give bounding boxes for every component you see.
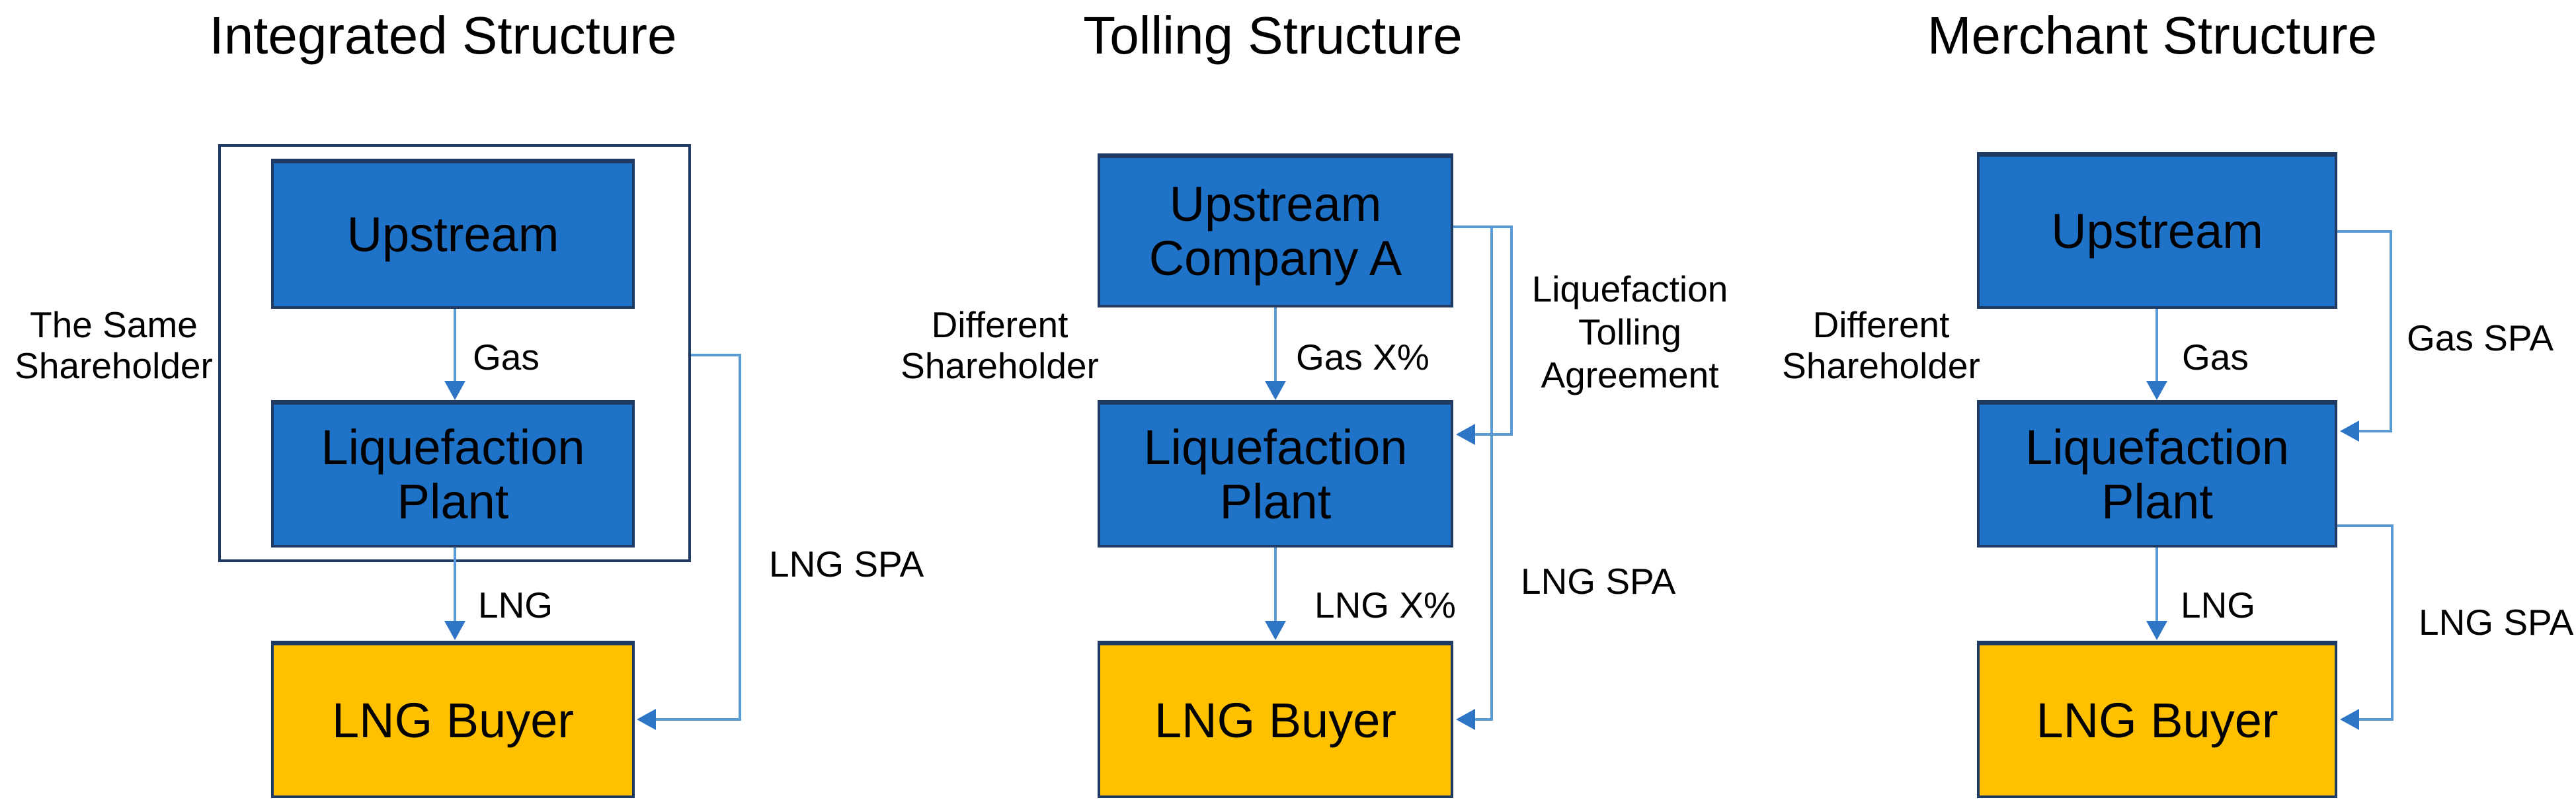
merchant-lng-buyer-box: LNG Buyer <box>1977 641 2337 798</box>
tolling-upstream-label-line2: Company A <box>1148 231 1402 286</box>
integrated-liquefaction-plant-box: Liquefaction Plant <box>271 400 635 548</box>
tolling-lng-buyer-box: LNG Buyer <box>1098 641 1453 798</box>
merchant-gas-flow-label: Gas <box>2182 337 2249 378</box>
merchant-liquefaction-plant-box: Liquefaction Plant <box>1977 400 2337 548</box>
tolling-lng-spa-label: LNG SPA <box>1521 561 1676 602</box>
merchant-gas-spa-connector <box>2337 230 2392 432</box>
merchant-upstream-label: Upstream <box>2051 204 2263 259</box>
integrated-lng-buyer-box: LNG Buyer <box>271 641 635 798</box>
tolling-lng-flow-label: LNG X% <box>1314 585 1456 626</box>
integrated-lng-spa-label: LNG SPA <box>769 544 924 585</box>
merchant-lng-flow-label: LNG <box>2181 585 2256 626</box>
merchant-lng-spa-connector <box>2337 524 2394 721</box>
tolling-lng-spa-connector <box>1475 227 1493 721</box>
merchant-structure-title: Merchant Structure <box>1927 6 2378 65</box>
tolling-lng-spa-arrowhead-icon <box>1456 709 1475 730</box>
tolling-plant-label-line1: Liquefaction <box>1143 420 1408 475</box>
integrated-gas-flow-label: Gas <box>473 337 540 378</box>
integrated-lng-arrowhead-icon <box>444 621 465 640</box>
merchant-shareholder-label: Different Shareholder <box>1782 304 1980 386</box>
integrated-structure-title: Integrated Structure <box>209 6 677 65</box>
integrated-lng-flow-label: LNG <box>478 585 553 626</box>
integrated-plant-label-line2: Plant <box>397 474 509 529</box>
integrated-upstream-box: Upstream <box>271 159 635 309</box>
merchant-gas-spa-arrowhead-icon <box>2340 421 2359 442</box>
tolling-agreement-connector <box>1453 225 1513 436</box>
merchant-upstream-box: Upstream <box>1977 152 2337 309</box>
merchant-lng-spa-label: LNG SPA <box>2419 602 2574 643</box>
merchant-lng-spa-arrowhead-icon <box>2340 709 2359 730</box>
integrated-plant-label-line1: Liquefaction <box>321 420 585 475</box>
tolling-upstream-company-a-box: Upstream Company A <box>1098 153 1453 307</box>
merchant-plant-label-line1: Liquefaction <box>2025 420 2290 475</box>
merchant-lng-buyer-label: LNG Buyer <box>2036 692 2278 748</box>
merchant-lng-arrowhead-icon <box>2146 621 2167 640</box>
tolling-lng-buyer-label: LNG Buyer <box>1154 692 1397 748</box>
integrated-shareholder-label: The Same Shareholder <box>15 304 213 386</box>
integrated-upstream-label: Upstream <box>346 207 559 262</box>
tolling-gas-arrowhead-icon <box>1265 381 1286 400</box>
tolling-shareholder-label: Different Shareholder <box>901 304 1099 386</box>
tolling-upstream-label-line1: Upstream <box>1169 177 1382 231</box>
tolling-plant-label-line2: Plant <box>1219 474 1332 529</box>
integrated-lng-spa-arrowhead-icon <box>637 709 656 730</box>
tolling-structure-title: Tolling Structure <box>1083 6 1463 65</box>
merchant-plant-label-line2: Plant <box>2101 474 2213 529</box>
tolling-lng-arrowhead-icon <box>1265 621 1286 640</box>
integrated-lng-buyer-label: LNG Buyer <box>331 692 575 748</box>
tolling-gas-flow-label: Gas X% <box>1296 337 1429 378</box>
tolling-agreement-label: Liquefaction Tolling Agreement <box>1531 268 1728 395</box>
tolling-agreement-arrowhead-icon <box>1456 424 1475 445</box>
merchant-gas-spa-label: Gas SPA <box>2407 317 2554 358</box>
merchant-gas-arrowhead-icon <box>2146 381 2167 400</box>
tolling-liquefaction-plant-box: Liquefaction Plant <box>1098 400 1453 548</box>
